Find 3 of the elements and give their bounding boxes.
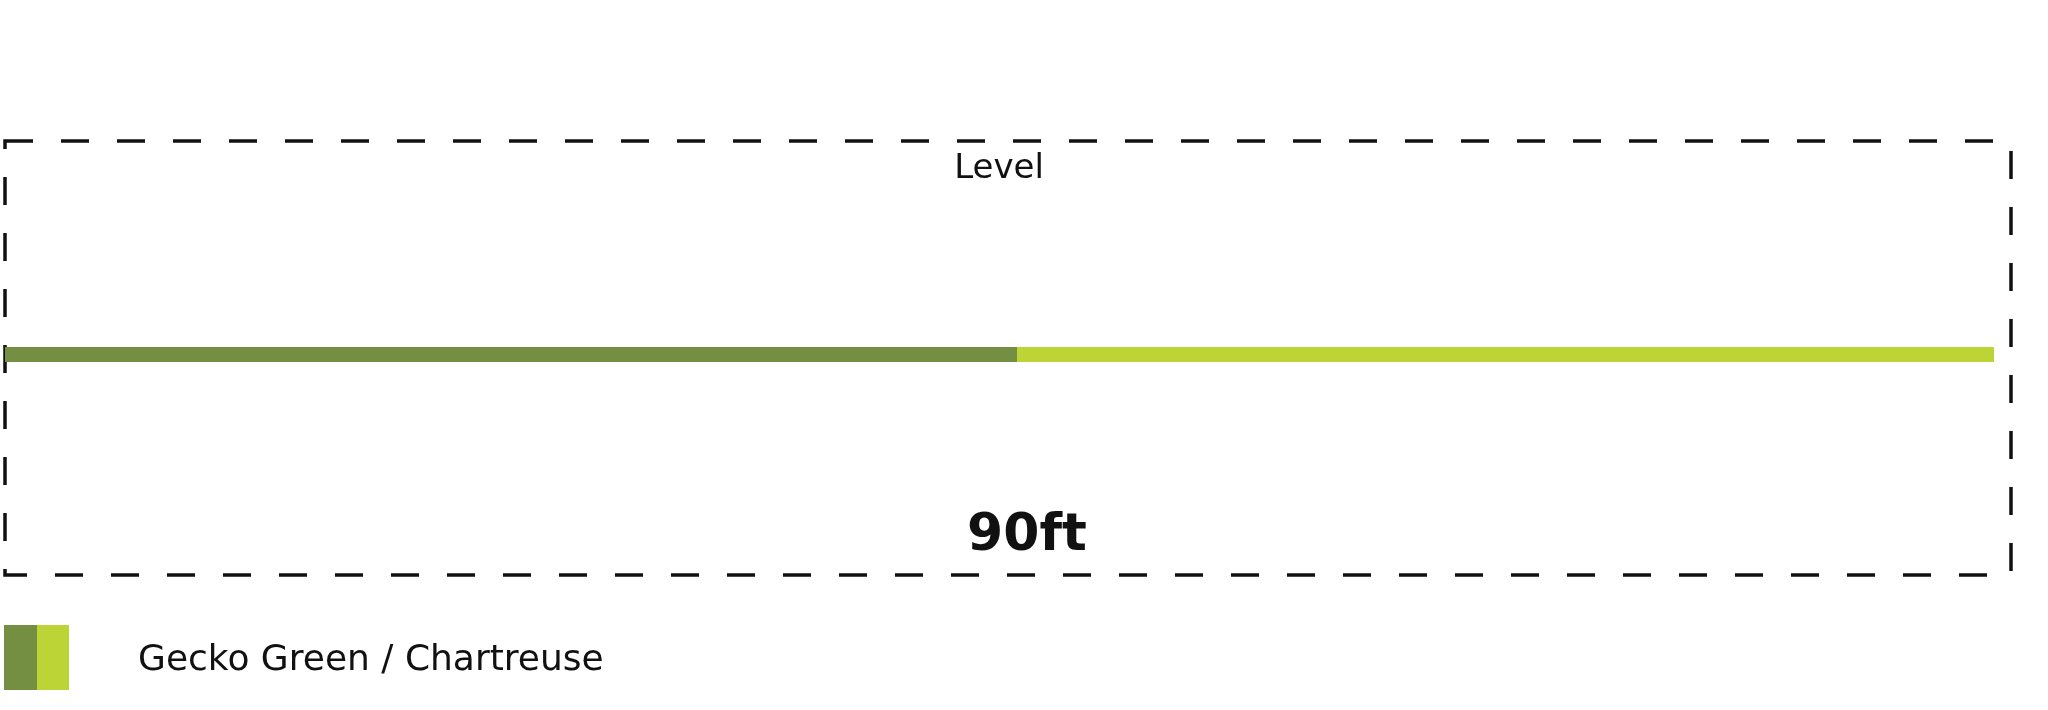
level-label: Level (954, 146, 1044, 186)
length-label: 90ft (967, 502, 1087, 562)
legend-label: Gecko Green / Chartreuse (138, 637, 604, 678)
